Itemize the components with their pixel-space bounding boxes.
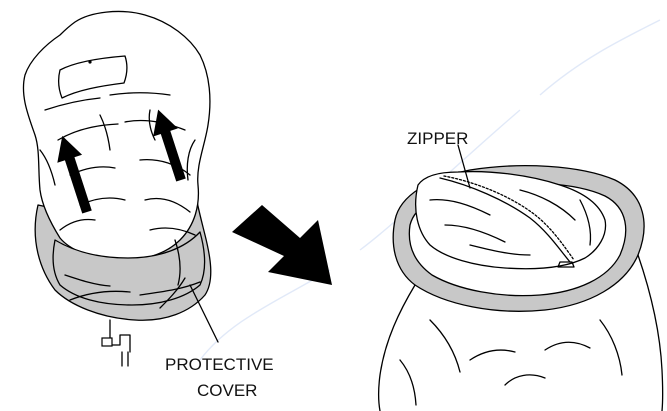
stand [110,320,130,366]
protective-cover-label-line1: PROTECTIVE [165,355,274,374]
panel-dot [88,60,91,63]
protective-cover-label-line2: COVER [197,381,257,400]
zipper-label: ZIPPER [407,129,468,148]
bag-upper [23,11,209,260]
transition-arrow-icon [232,205,332,285]
covered-unit-figure [23,11,218,366]
zipped-cover-figure [379,145,663,411]
fitting-box [102,338,112,346]
